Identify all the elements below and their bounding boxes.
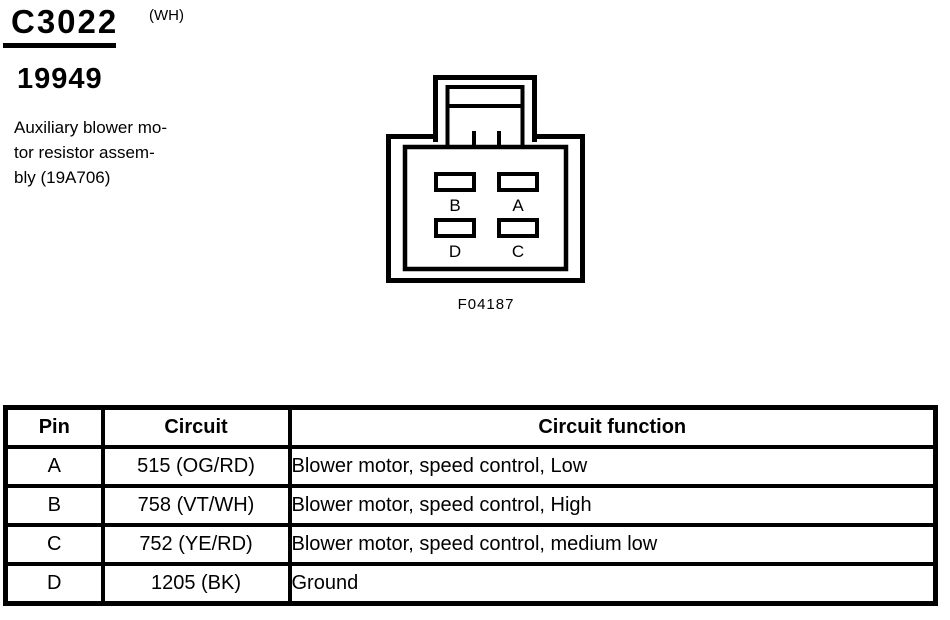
connector-id-underline <box>3 43 116 48</box>
circuit-cell: 758 (VT/WH) <box>100 484 292 527</box>
connector-face-diagram: B A D C <box>386 75 585 283</box>
pin-cell: C <box>3 523 105 566</box>
circuit-function-column-header: Circuit function <box>287 405 938 449</box>
pin-cell: A <box>3 445 105 488</box>
pin-table-header-row: Pin Circuit Circuit function <box>3 405 938 449</box>
connector-color-code: (WH) <box>149 7 184 24</box>
circuit-cell: 515 (OG/RD) <box>100 445 292 488</box>
pin-label-A: A <box>512 196 524 215</box>
pin-label-D: D <box>449 242 461 261</box>
connector-id-heading: C3022 <box>11 3 119 40</box>
pin-cavity-C <box>497 218 539 238</box>
latch-gap-mask <box>438 130 532 142</box>
circuit-function-cell: Blower motor, speed control, Low <box>287 445 938 488</box>
component-description: Auxiliary blower mo- tor resistor assem-… <box>14 115 167 190</box>
pin-label-B: B <box>449 196 460 215</box>
description-line: tor resistor assem- <box>14 143 155 162</box>
pin-table-row-C: C 752 (YE/RD) Blower motor, speed contro… <box>3 523 938 566</box>
component-number-heading: 19949 <box>17 63 103 95</box>
circuit-function-cell: Ground <box>287 562 938 606</box>
pin-column-header: Pin <box>3 405 105 449</box>
pin-label-C: C <box>512 242 524 261</box>
latch-tab-outer <box>433 75 537 142</box>
pin-cavity-A <box>497 172 539 192</box>
circuit-cell: 1205 (BK) <box>100 562 292 606</box>
pin-cell: B <box>3 484 105 527</box>
pin-table-row-B: B 758 (VT/WH) Blower motor, speed contro… <box>3 484 938 527</box>
circuit-column-header: Circuit <box>100 405 292 449</box>
circuit-function-cell: Blower motor, speed control, High <box>287 484 938 527</box>
figure-id-caption: F04187 <box>457 296 515 313</box>
connector-body-inner <box>402 144 569 272</box>
pin-cavity-B <box>434 172 476 192</box>
description-line: Auxiliary blower mo- <box>14 118 168 137</box>
pin-table-row-D: D 1205 (BK) Ground <box>3 562 938 606</box>
pin-cavity-D <box>434 218 476 238</box>
description-line: bly (19A706) <box>14 168 111 187</box>
pin-table: Pin Circuit Circuit function A 515 (OG/R… <box>3 405 938 606</box>
circuit-cell: 752 (YE/RD) <box>100 523 292 566</box>
circuit-function-cell: Blower motor, speed control, medium low <box>287 523 938 566</box>
connector-body-outer <box>386 134 585 283</box>
pin-cell: D <box>3 562 105 606</box>
pin-table-row-A: A 515 (OG/RD) Blower motor, speed contro… <box>3 445 938 488</box>
